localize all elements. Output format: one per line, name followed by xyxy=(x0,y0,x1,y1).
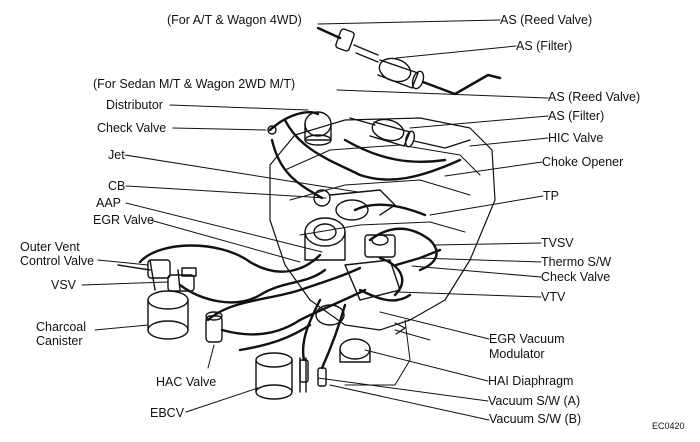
carburetor-assembly xyxy=(304,189,401,301)
label-as-filter-lower: AS (Filter) xyxy=(548,109,605,123)
label-vtv: VTV xyxy=(541,290,566,304)
left-components xyxy=(117,259,371,400)
vacuum-hoses xyxy=(138,111,462,370)
as-lower-assembly xyxy=(267,117,471,149)
as-upper-assembly xyxy=(316,26,502,96)
note-sedan-mt-wagon-2wd: (For Sedan M/T & Wagon 2WD M/T) xyxy=(93,77,296,91)
leader-lines-left xyxy=(81,104,359,413)
label-as-reed-valve-upper: AS (Reed Valve) xyxy=(500,13,593,27)
note-at-wagon-4wd: (For A/T & Wagon 4WD) xyxy=(167,13,302,27)
label-check-valve-left: Check Valve xyxy=(97,121,167,135)
label-egr-vacuum-line1: EGR Vacuum xyxy=(489,332,565,346)
label-outer-vent-line2: Control Valve xyxy=(20,254,95,268)
label-jet: Jet xyxy=(108,148,125,162)
label-aap: AAP xyxy=(96,196,122,210)
label-thermo-sw: Thermo S/W xyxy=(541,255,612,269)
label-as-filter-upper: AS (Filter) xyxy=(516,39,573,53)
label-vacuum-sw-a: Vacuum S/W (A) xyxy=(488,394,581,408)
label-vsv: VSV xyxy=(51,278,77,292)
label-hic-valve: HIC Valve xyxy=(548,131,604,145)
label-outer-vent-line1: Outer Vent xyxy=(20,240,80,254)
label-hai-diaphragm: HAI Diaphragm xyxy=(488,374,574,388)
label-vacuum-sw-b: Vacuum S/W (B) xyxy=(489,412,582,426)
label-distributor: Distributor xyxy=(106,98,163,112)
label-cb: CB xyxy=(108,179,126,193)
label-charcoal-line2: Canister xyxy=(36,334,83,348)
label-ebcv: EBCV xyxy=(150,406,185,420)
label-check-valve-right: Check Valve xyxy=(541,270,611,284)
label-egr-valve: EGR Valve xyxy=(93,213,154,227)
distributor-part xyxy=(304,111,332,146)
label-as-reed-valve-lower: AS (Reed Valve) xyxy=(548,90,641,104)
label-tvsv: TVSV xyxy=(541,236,574,250)
label-tp: TP xyxy=(543,189,559,203)
figure-code: EC0420 xyxy=(652,421,685,431)
label-hac-valve: HAC Valve xyxy=(156,375,217,389)
label-choke-opener: Choke Opener xyxy=(542,155,624,169)
leader-lines-right xyxy=(317,19,549,421)
label-egr-vacuum-line2: Modulator xyxy=(489,347,545,361)
label-charcoal-line1: Charcoal xyxy=(36,320,87,334)
